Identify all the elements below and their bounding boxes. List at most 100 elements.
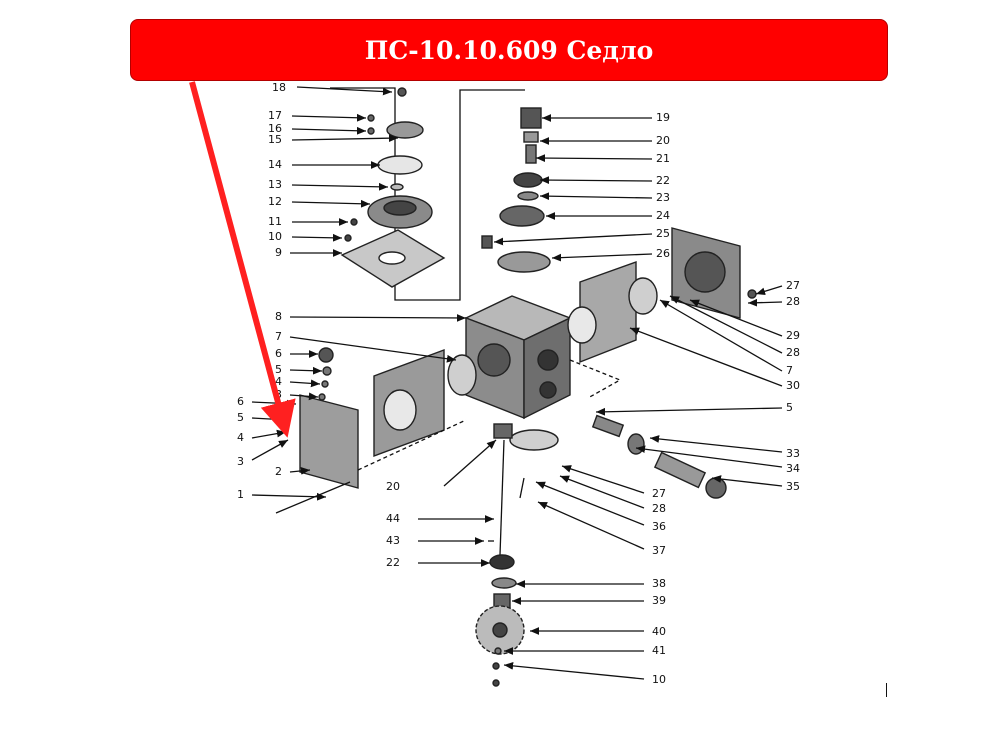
callout-label-c7b: 7 [786, 364, 793, 377]
callout-label-c22b: 22 [386, 556, 400, 569]
callout-label-c30: 30 [786, 379, 800, 392]
diaphragm-7 [447, 354, 477, 396]
leader-line-c20b [443, 439, 497, 487]
callout-label-c37: 37 [652, 544, 666, 557]
callout-label-c2: 2 [275, 465, 282, 478]
callout-label-c6b: 6 [237, 395, 244, 408]
part-25 [481, 235, 493, 249]
callout-label-c33: 33 [786, 447, 800, 460]
callout-label-c24: 24 [656, 209, 670, 222]
part-26 [497, 251, 551, 273]
part-20 [523, 131, 539, 143]
leader-line-c2 [289, 467, 311, 475]
callout-label-c5a: 5 [275, 363, 282, 376]
left-cover-assembly [275, 347, 477, 514]
callout-label-c21: 21 [656, 152, 670, 165]
text-cursor [886, 683, 887, 697]
washer-41 [494, 647, 502, 655]
disk-30 [567, 306, 597, 344]
callout-label-c29: 29 [786, 329, 800, 342]
cover-2 [299, 394, 359, 489]
bolt-37 [519, 477, 525, 499]
callout-label-c44: 44 [386, 512, 400, 525]
callout-label-c10a: 10 [268, 230, 282, 243]
leader-line-c5c [595, 407, 783, 416]
rod-1 [275, 481, 351, 514]
leader-line-c37 [537, 501, 645, 550]
bolt-11 [350, 218, 358, 226]
diaphragm-7-right [628, 277, 658, 315]
cover-right-port [684, 251, 726, 293]
red-pointer-arrow [189, 81, 296, 438]
part-19 [520, 107, 542, 129]
leader-line-c25 [493, 233, 653, 246]
leader-line-c8 [289, 314, 467, 322]
callout-label-c28a: 28 [786, 295, 800, 308]
leader-line-c33 [649, 435, 783, 453]
washer-5 [322, 366, 332, 376]
nut-10 [344, 234, 352, 242]
leader-line-c28a [747, 298, 783, 307]
cover-12-inner [383, 200, 417, 216]
cap-15 [386, 121, 424, 139]
callout-label-c16: 16 [268, 122, 282, 135]
part-21 [525, 144, 537, 164]
callout-label-c40: 40 [652, 625, 666, 638]
callout-label-c36: 36 [652, 520, 666, 533]
leader-line-c10b [503, 662, 645, 680]
callout-label-c20a: 20 [656, 134, 670, 147]
callout-label-c26: 26 [656, 247, 670, 260]
callout-label-c1: 1 [237, 488, 244, 501]
leader-line-c5a [289, 366, 323, 375]
pipe-35 [653, 451, 707, 489]
callout-label-c35: 35 [786, 480, 800, 493]
callout-label-c3b: 3 [237, 455, 244, 468]
leader-line-c13 [291, 182, 389, 191]
upper-left-stack [340, 87, 446, 288]
callout-label-c11: 11 [268, 215, 282, 228]
bearing-22 [489, 554, 515, 570]
callout-label-c25: 25 [656, 227, 670, 240]
leader-line-c15 [291, 134, 399, 143]
callout-label-c39: 39 [652, 594, 666, 607]
callout-label-c15: 15 [268, 133, 282, 146]
washer-27 [747, 289, 757, 299]
leader-line-c27b [561, 465, 645, 494]
assembly-guides [357, 359, 622, 471]
leader-line-c6b [251, 399, 297, 408]
callout-label-c4a: 4 [275, 375, 282, 388]
leader-line-c18 [296, 86, 393, 96]
washer-4 [321, 380, 329, 388]
ring-13 [390, 183, 404, 191]
leader-line-c29 [689, 299, 783, 337]
ring-34 [627, 433, 645, 455]
right-cover-assembly [567, 227, 757, 364]
callout-label-c18: 18 [272, 81, 286, 94]
callout-label-c27a: 27 [786, 279, 800, 292]
leader-line-c17 [291, 113, 367, 122]
nut-18 [397, 87, 407, 97]
callout-label-c41: 41 [652, 644, 666, 657]
housing-8 [464, 295, 572, 420]
group-bracket [330, 87, 525, 301]
callout-label-c28b: 28 [786, 346, 800, 359]
leader-line-c1 [251, 492, 327, 501]
callout-label-c20b: 20 [386, 480, 400, 493]
leader-line-c26 [551, 253, 653, 262]
callout-label-c23: 23 [656, 191, 670, 204]
banner-title: ПС-10.10.609 Седло [364, 35, 654, 65]
gasket-9-hole [378, 251, 406, 265]
leader-line-c36 [535, 481, 645, 526]
leader-line-c28b [669, 295, 783, 354]
callout-label-c27b: 27 [652, 487, 666, 500]
lower-shaft-assembly [475, 423, 559, 687]
fitting-6 [318, 347, 334, 363]
nut-10-bottom [492, 662, 500, 670]
washer-17 [367, 114, 375, 122]
callout-label-c4b: 4 [237, 431, 244, 444]
callout-label-c7a: 7 [275, 330, 282, 343]
leader-line-c12 [291, 199, 371, 208]
leader-line-c34 [635, 445, 783, 468]
callout-label-c5b: 5 [237, 411, 244, 424]
